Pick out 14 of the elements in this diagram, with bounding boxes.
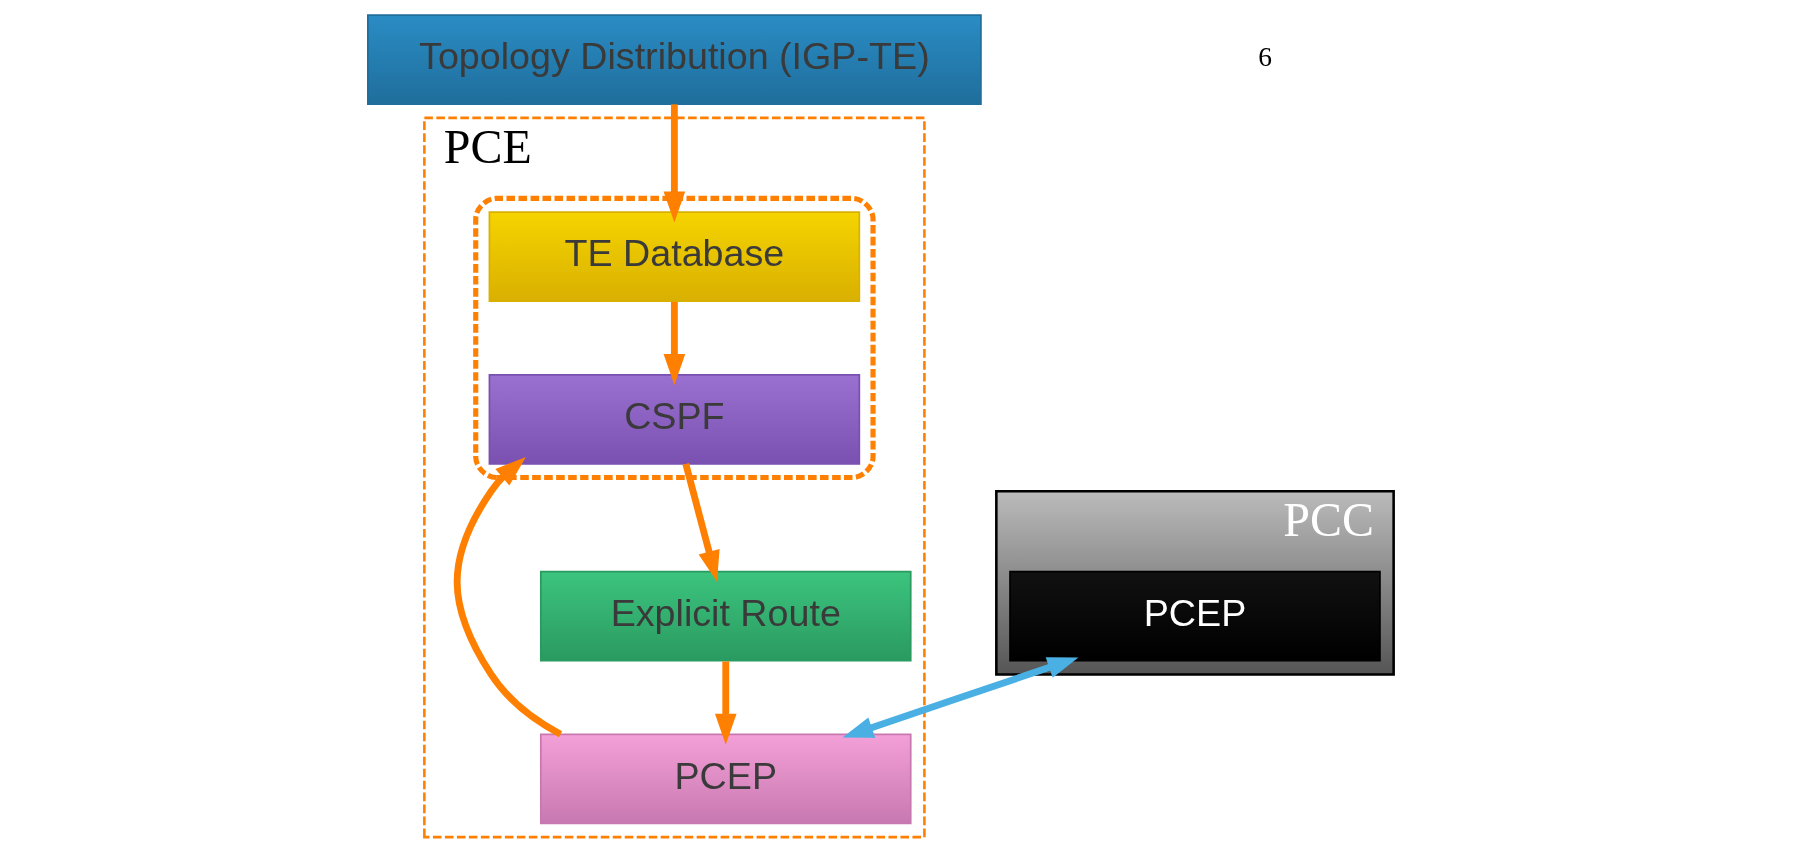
node-box: PCEP xyxy=(1009,570,1381,662)
node-box: CSPF xyxy=(488,373,861,465)
node-box: Topology Distribution (IGP-TE) xyxy=(367,14,982,106)
arrow xyxy=(682,463,720,582)
arrow xyxy=(714,661,737,745)
arrow xyxy=(663,301,686,386)
arrow xyxy=(453,457,563,738)
node-box: Explicit Route xyxy=(539,570,912,662)
label: 6 xyxy=(1258,42,1273,73)
arrow xyxy=(842,657,1079,738)
cluster xyxy=(473,195,876,481)
arrow xyxy=(663,104,686,223)
node-box: TE Database xyxy=(488,211,861,302)
node-box: PCEP xyxy=(539,733,912,825)
